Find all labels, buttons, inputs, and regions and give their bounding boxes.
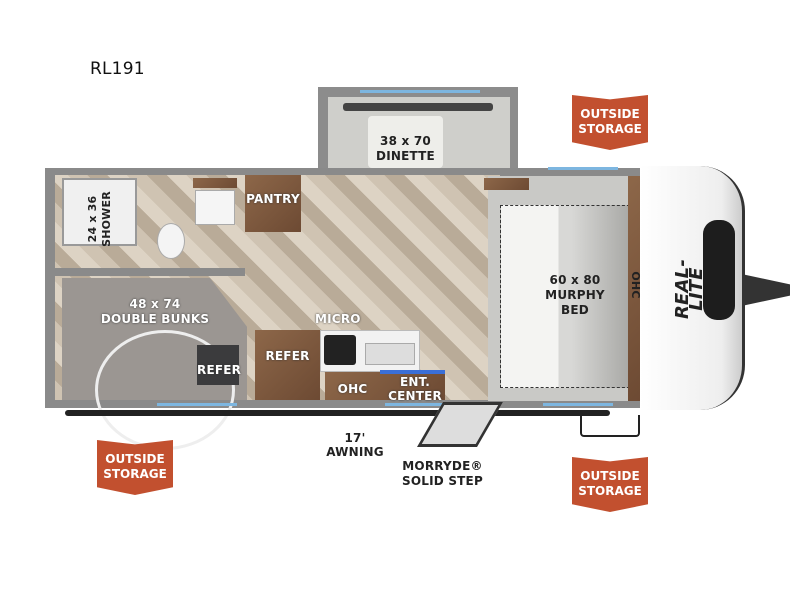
bunk-refer-label: REFER (197, 363, 242, 377)
murphy-bed (500, 205, 630, 388)
window (385, 403, 445, 406)
bed-size: 60 x 80 (549, 273, 601, 287)
dinette-window-shade (343, 103, 493, 111)
kitchen-refer (255, 330, 320, 400)
badge-line2: STORAGE (103, 467, 167, 481)
shower (62, 178, 137, 246)
front-window (703, 220, 735, 320)
sink (195, 190, 235, 225)
ohc-ent-center (325, 372, 445, 400)
model-title: RL191 (90, 59, 145, 79)
toilet (157, 223, 185, 259)
bedroom-cabinet (484, 178, 529, 190)
propane-bracket (580, 415, 640, 437)
bunks-label: DOUBLE BUNKS (100, 312, 210, 326)
kitchen-ohc-label: OHC (337, 382, 368, 396)
badge-line2: STORAGE (578, 122, 642, 136)
front-cap (640, 166, 745, 410)
badge-line1: OUTSIDE (105, 452, 165, 466)
micro-label: MICRO (315, 312, 361, 326)
dinette-size: 38 x 70 (380, 134, 431, 148)
shower-size-text: 24 x 36 (86, 195, 99, 243)
bunk-refer (197, 345, 239, 385)
morryde-step[interactable] (417, 402, 503, 447)
window (360, 90, 480, 93)
hitch (738, 273, 790, 307)
awning-label: 17' AWNING (326, 431, 384, 459)
dinette-table (368, 116, 443, 168)
bath-cabinet (193, 178, 237, 188)
step-label-2: SOLID STEP (402, 474, 483, 488)
ent-center-label-1: ENT. (400, 375, 430, 389)
badge-line1: OUTSIDE (580, 469, 640, 483)
badge-line1: OUTSIDE (580, 107, 640, 121)
bed-label-1: MURPHY (545, 288, 605, 302)
stove (324, 335, 356, 365)
front-ohc-label: OHC (629, 271, 642, 299)
pantry-label: PANTRY (246, 192, 300, 206)
bath-wall (55, 268, 245, 276)
step-label-1: MORRYDE® (402, 459, 483, 473)
brand-logo: REAL-LITE (672, 258, 707, 320)
window (157, 403, 237, 406)
bunks-size: 48 x 74 (129, 297, 181, 311)
shower-label: SHOWER (100, 191, 113, 247)
bed-label-2: BED (561, 303, 589, 317)
awning (65, 410, 610, 416)
kitchen-sink (365, 343, 415, 365)
kitchen-refer-label: REFER (265, 349, 310, 363)
front-ohc (628, 176, 640, 401)
window (543, 403, 613, 406)
window (548, 167, 618, 170)
badge-line2: STORAGE (578, 484, 642, 498)
tv (380, 370, 445, 374)
ent-center-label-2: CENTER (388, 389, 442, 403)
pantry (245, 175, 301, 232)
dinette-label: DINETTE (376, 149, 435, 163)
